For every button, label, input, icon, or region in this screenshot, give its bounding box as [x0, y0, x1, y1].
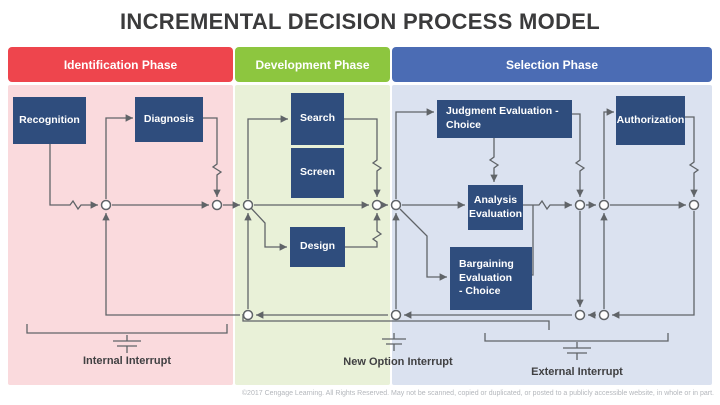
slide-title: INCREMENTAL DECISION PROCESS MODEL — [120, 9, 600, 34]
footer-copyright: ©2017 Cengage Learning. All Rights Reser… — [241, 390, 714, 397]
box-screen: Screen — [291, 148, 344, 198]
box-search: Search — [291, 93, 344, 145]
phase-header-identification: Identification Phase — [8, 47, 233, 82]
box-authorization: Authorization — [616, 96, 685, 145]
phase-header-development: Development Phase — [235, 47, 390, 82]
phase-header-selection: Selection Phase — [392, 47, 712, 82]
box-diagnosis: Diagnosis — [135, 97, 203, 142]
label-external-interrupt: External Interrupt — [531, 366, 623, 378]
box-judgment-evaluation-choice: Judgment Evaluation - Choice — [437, 100, 572, 138]
flow-lines — [49, 108, 700, 319]
box-recognition: Recognition — [13, 97, 86, 144]
box-design: Design — [290, 227, 345, 267]
interrupt-brackets — [26, 314, 669, 360]
box-bargaining-evaluation-choice: Bargaining Evaluation - Choice — [450, 247, 532, 310]
label-internal-interrupt: Internal Interrupt — [82, 355, 171, 367]
junction-nodes — [100, 199, 700, 321]
label-new-option-interrupt: New Option Interrupt — [343, 356, 453, 368]
box-analysis-evaluation: Analysis Evaluation — [468, 185, 523, 230]
